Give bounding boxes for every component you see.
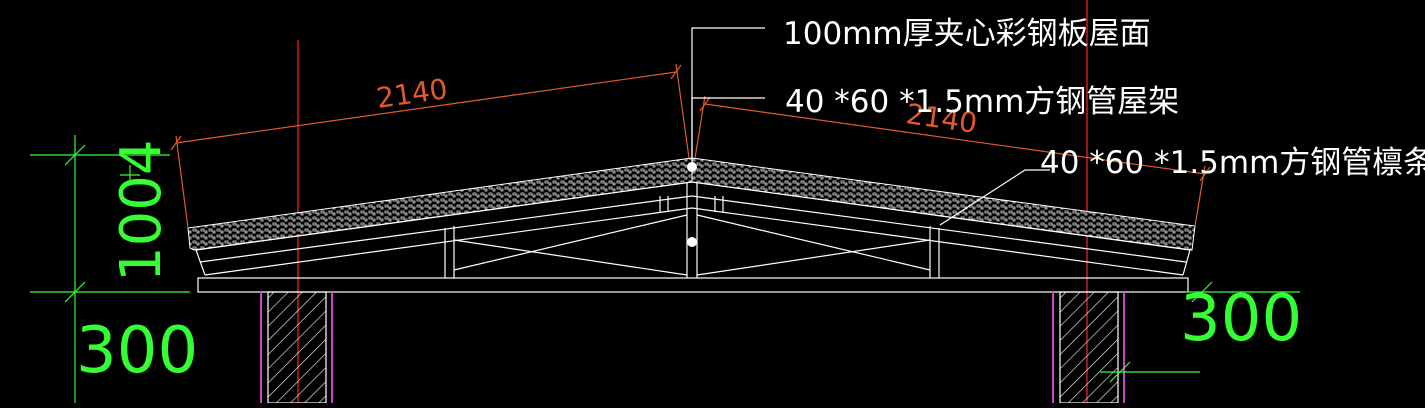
wall-right [1059,291,1119,404]
label-roof-truss: 40 *60 *1.5mm方钢管屋架 [785,84,1179,120]
leader-roof-panel [691,27,765,160]
left-height-dimension [30,135,190,403]
roof-panel [187,157,1196,251]
wall-left [267,291,327,404]
leader-purlin [939,169,1050,226]
dimension-left-lower: 300 [76,314,198,388]
bottom-chord [197,277,1189,293]
roof-panel-left [187,157,693,251]
dimension-slope-left: 2140 [374,72,449,115]
right-height-dimension [1100,281,1300,383]
dimension-left-upper: 1004 [109,139,174,282]
ridge-node-mid [687,237,697,247]
label-purlin: 40 *60 *1.5mm方钢管檩条, [1040,145,1425,181]
dimension-right: 300 [1180,282,1302,356]
slope-dimensions [170,63,1211,229]
label-roof-panel: 100mm厚夹心彩钢板屋面 [783,16,1151,52]
roof-panel-right [691,157,1196,251]
leader-roof-truss [691,97,765,168]
walls [260,291,1125,404]
leader-lines [691,27,1050,226]
roof-truss [195,181,1191,293]
